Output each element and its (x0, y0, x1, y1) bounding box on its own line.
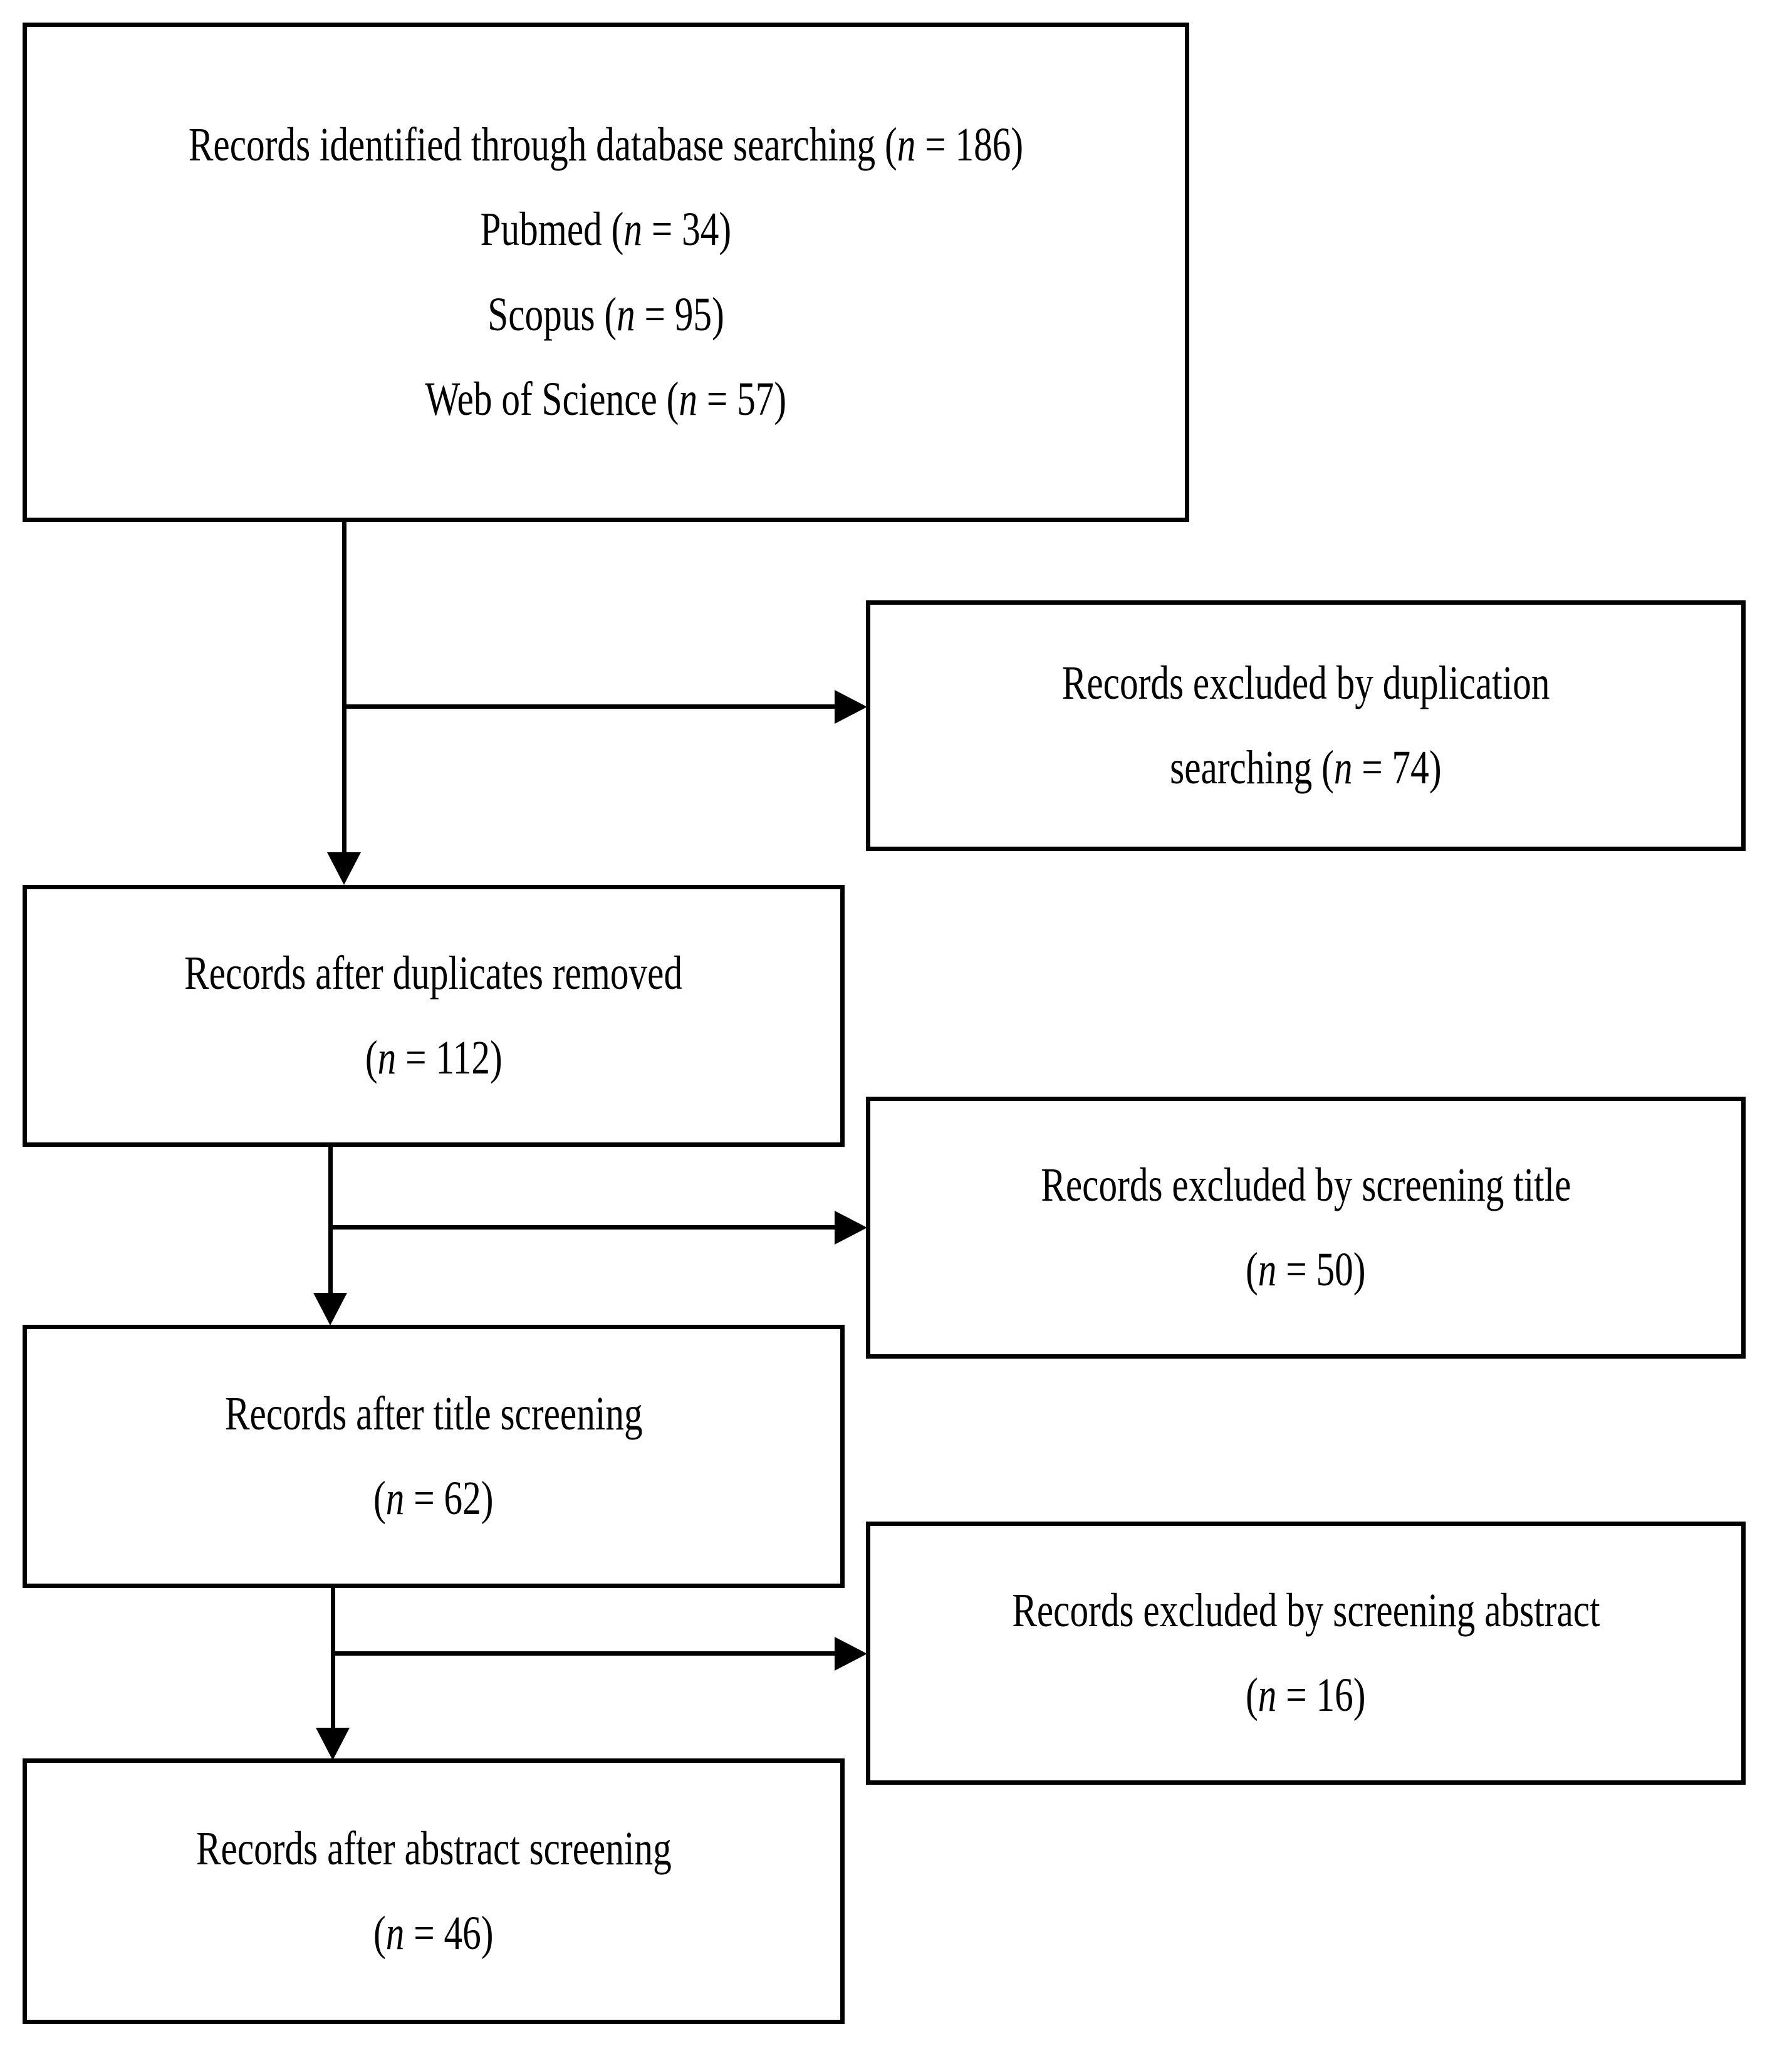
after-title-screening-box: Records after title screening (n = 62) (23, 1325, 845, 1588)
web-of-science-label: Web of Science ( (425, 372, 679, 426)
excluded-title-line-1: Records excluded by screening title (1041, 1143, 1571, 1228)
after-duplicates-text: Records after duplicates removed (184, 946, 683, 1000)
excluded-title-text: Records excluded by screening title (1040, 1158, 1571, 1211)
web-of-science-count: = 57) (697, 372, 787, 426)
after-duplicates-line-2: (n = 112) (365, 1016, 503, 1100)
excluded-duplication-box: Records excluded by duplication searchin… (866, 600, 1746, 851)
n-italic: n (679, 372, 698, 426)
web-of-science-line: Web of Science (n = 57) (425, 357, 787, 442)
excluded-title-count: = 50) (1276, 1243, 1366, 1296)
after-title-label: ( (373, 1472, 386, 1525)
records-identified-line-1-count: = 186) (915, 118, 1024, 171)
after-abstract-text: Records after abstract screening (195, 1822, 672, 1875)
n-italic: n (1258, 1243, 1277, 1296)
after-abstract-label: ( (373, 1907, 386, 1960)
scopus-label: Scopus ( (487, 288, 617, 341)
connector-after-duplicates-to-after-title (328, 1147, 333, 1296)
connector-to-excluded-title (330, 1225, 841, 1230)
connector-after-title-to-after-abstract (331, 1588, 335, 1738)
scopus-line: Scopus (n = 95) (487, 273, 724, 357)
excluded-screening-abstract-box: Records excluded by screening abstract (… (866, 1522, 1746, 1785)
arrowhead-right-to-excluded-title (835, 1211, 867, 1245)
after-abstract-count: = 46) (404, 1907, 494, 1960)
after-title-count: = 62) (404, 1472, 494, 1525)
excluded-abstract-count: = 16) (1276, 1669, 1366, 1721)
pubmed-line: Pubmed (n = 34) (481, 187, 732, 272)
excluded-title-label: ( (1246, 1243, 1258, 1296)
n-italic: n (617, 288, 635, 341)
n-italic: n (897, 118, 916, 171)
excluded-abstract-line-2: (n = 16) (1246, 1653, 1365, 1738)
excluded-abstract-text: Records excluded by screening abstract (1011, 1584, 1600, 1637)
connector-identified-to-after-duplicates (342, 522, 346, 854)
excluded-screening-title-box: Records excluded by screening title (n =… (866, 1097, 1746, 1359)
scopus-count: = 95) (635, 288, 724, 341)
n-italic: n (385, 1907, 405, 1960)
excluded-duplication-count: = 74) (1352, 741, 1442, 794)
arrowhead-right-to-excluded-duplication (835, 690, 867, 724)
excluded-abstract-line-1: Records excluded by screening abstract (1012, 1569, 1600, 1653)
excluded-duplication-label: searching ( (1170, 741, 1334, 794)
after-title-line-2: (n = 62) (373, 1456, 493, 1541)
connector-to-excluded-abstract (333, 1651, 841, 1656)
n-italic: n (385, 1472, 405, 1525)
n-italic: n (1333, 741, 1353, 794)
after-title-line-1: Records after title screening (225, 1372, 643, 1456)
excluded-duplication-line-1: Records excluded by duplication (1062, 641, 1550, 726)
after-abstract-line-1: Records after abstract screening (196, 1807, 672, 1891)
arrowhead-down-to-after-title (313, 1293, 347, 1325)
excluded-duplication-line-2: searching (n = 74) (1170, 726, 1441, 810)
records-identified-line-1: Records identified through database sear… (189, 103, 1023, 187)
after-duplicates-line-1: Records after duplicates removed (184, 931, 682, 1016)
excluded-title-line-2: (n = 50) (1246, 1228, 1365, 1312)
arrowhead-right-to-excluded-abstract (835, 1637, 867, 1671)
pubmed-label: Pubmed ( (480, 203, 624, 256)
excluded-abstract-label: ( (1246, 1669, 1258, 1721)
n-italic: n (623, 203, 643, 256)
records-identified-line-1-text: Records identified through database sear… (188, 118, 897, 171)
arrowhead-down-to-after-abstract (316, 1728, 350, 1760)
after-duplicates-count: = 112) (395, 1031, 503, 1084)
n-italic: n (377, 1031, 396, 1084)
excluded-duplication-text: Records excluded by duplication (1061, 656, 1550, 709)
pubmed-count: = 34) (642, 203, 732, 256)
after-abstract-line-2: (n = 46) (373, 1891, 493, 1976)
arrowhead-down-to-after-duplicates (327, 852, 361, 885)
n-italic: n (1258, 1669, 1277, 1721)
after-duplicates-label: ( (365, 1031, 378, 1084)
after-abstract-screening-box: Records after abstract screening (n = 46… (23, 1758, 845, 2024)
connector-to-excluded-duplication (344, 704, 841, 709)
records-identified-box: Records identified through database sear… (23, 23, 1189, 522)
after-duplicates-removed-box: Records after duplicates removed (n = 11… (23, 885, 845, 1147)
after-title-text: Records after title screening (224, 1387, 643, 1440)
